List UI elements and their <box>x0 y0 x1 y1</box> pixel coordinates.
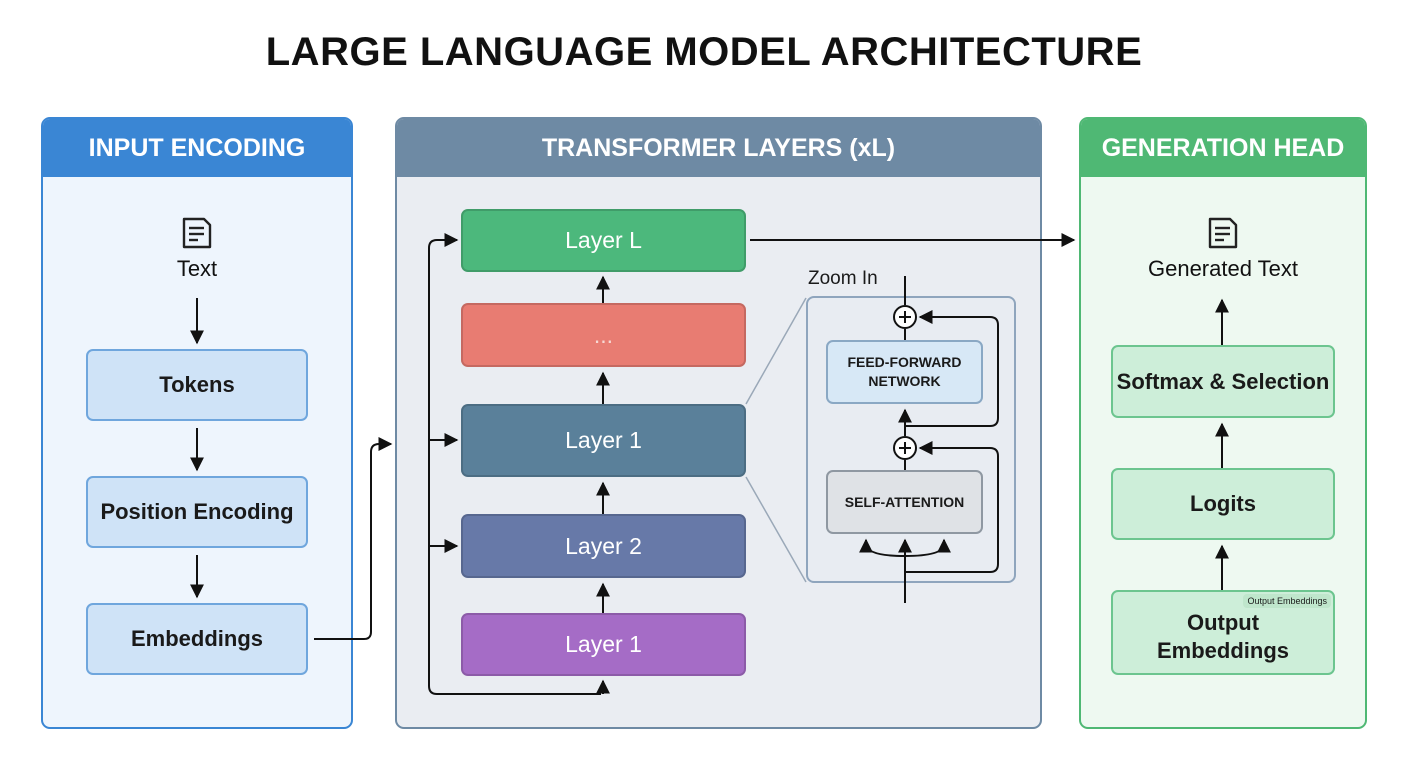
output-embeddings-tag: Output Embeddings <box>1243 594 1331 608</box>
layer-2-box: Layer 2 <box>461 514 746 578</box>
ellipsis-layer-box: ... <box>461 303 746 367</box>
output-embeddings-label: Output Embeddings <box>1156 609 1289 663</box>
tokens-box: Tokens <box>86 349 308 421</box>
feed-forward-network-box: FEED-FORWARD NETWORK <box>826 340 983 404</box>
text-label: Text <box>176 256 218 281</box>
logits-box: Logits <box>1111 468 1335 540</box>
input-encoding-header: INPUT ENCODING <box>43 119 351 177</box>
transformer-layers-header: TRANSFORMER LAYERS (xL) <box>397 119 1040 177</box>
page-title: LARGE LANGUAGE MODEL ARCHITECTURE <box>265 30 1143 74</box>
zoom-in-label: Zoom In <box>808 268 878 289</box>
layer-1-upper-box: Layer 1 <box>461 404 746 477</box>
generation-head-header: GENERATION HEAD <box>1081 119 1365 177</box>
document-icon <box>182 217 212 249</box>
document-icon <box>1208 217 1238 249</box>
output-embeddings-box: Output Embeddings Output Embeddings <box>1111 590 1335 675</box>
softmax-selection-box: Softmax & Selection <box>1111 345 1335 418</box>
position-encoding-box: Position Encoding <box>86 476 308 548</box>
layer-1-lower-box: Layer 1 <box>461 613 746 676</box>
embeddings-box: Embeddings <box>86 603 308 675</box>
self-attention-box: SELF-ATTENTION <box>826 470 983 534</box>
generated-text-label: Generated Text <box>1147 256 1299 281</box>
layer-l-box: Layer L <box>461 209 746 272</box>
